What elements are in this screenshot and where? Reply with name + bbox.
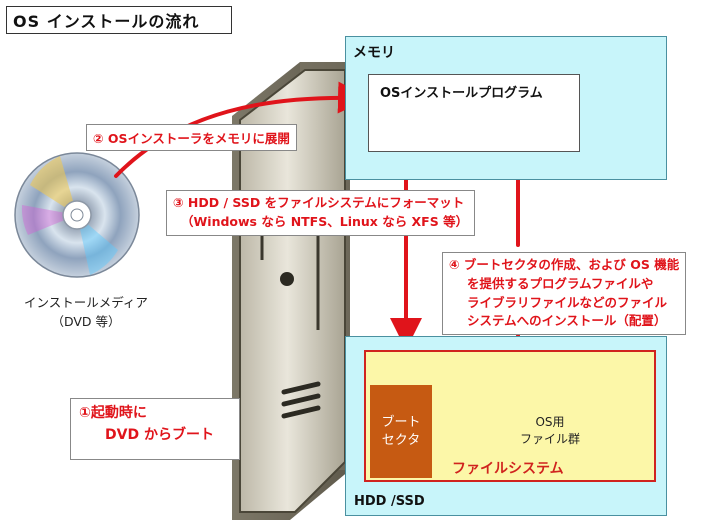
server-tower-icon — [232, 62, 350, 520]
step2-callout: ② OSインストーラをメモリに展開 — [86, 124, 297, 151]
step4-line-2: を提供するプログラムファイルや — [467, 275, 654, 291]
storage-label: HDD /SSD — [354, 494, 425, 509]
installer-program-box — [368, 74, 580, 152]
step4-line-4: システムへのインストール（配置） — [467, 313, 667, 329]
installer-program-label: OSインストールプログラム — [380, 86, 543, 101]
memory-label: メモリ — [353, 45, 395, 61]
os-files-label-2: ファイル群 — [520, 431, 581, 446]
step1-line-1: ①起動時に — [79, 405, 147, 421]
install-media-caption-2: （DVD 等） — [51, 313, 121, 329]
step3-line-1: ③ HDD / SSD をファイルシステムにフォーマット — [173, 195, 465, 210]
boot-sector-label-2: セクタ — [381, 432, 421, 448]
os-files-label: OS用 ファイル群 — [520, 414, 580, 448]
step1-line-2: DVD からブート — [105, 426, 214, 443]
step4-line-1: ④ ブートセクタの作成、および OS 機能 — [449, 257, 680, 272]
step4-callout: ④ ブートセクタの作成、および OS 機能 を提供するプログラムファイルや ライ… — [442, 252, 687, 335]
filesystem-label: ファイルシステム — [452, 461, 564, 477]
install-media-caption-1: インストールメディア — [24, 295, 148, 310]
boot-sector-box: ブート セクタ — [370, 385, 432, 478]
page-title: OS インストールの流れ — [6, 6, 232, 34]
step3-callout: ③ HDD / SSD をファイルシステムにフォーマット （Windows なら… — [166, 190, 476, 236]
boot-sector-label-1: ブート — [381, 414, 421, 430]
step1-callout: ①起動時に DVD からブート — [70, 398, 240, 460]
install-media-caption: インストールメディア （DVD 等） — [16, 294, 156, 332]
step3-line-2: （Windows なら NTFS、Linux なら XFS 等） — [181, 213, 469, 229]
step4-line-3: ライブラリファイルなどのファイル — [467, 294, 668, 310]
os-files-label-1: OS用 — [535, 415, 565, 429]
dvd-disc-icon — [14, 152, 140, 278]
